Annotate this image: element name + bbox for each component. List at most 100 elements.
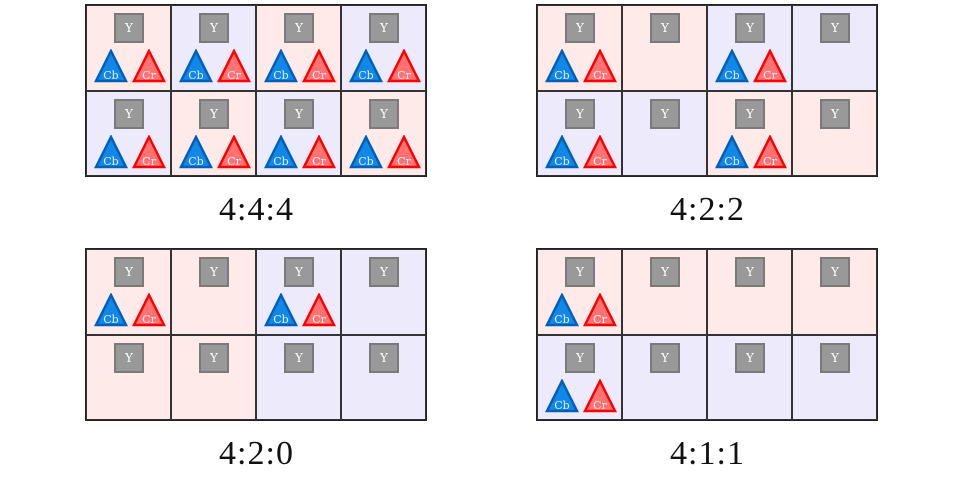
- chroma-label: Cr: [312, 155, 326, 168]
- luma-sample: Y: [820, 342, 850, 373]
- cr-sample-icon: Cr: [217, 49, 251, 83]
- chroma-label: Cr: [227, 69, 241, 82]
- panel-label: 4:1:1: [670, 435, 745, 472]
- cr-sample-icon: Cr: [132, 49, 166, 83]
- cb-sample-icon: Cb: [264, 49, 298, 83]
- chroma-label: Cr: [593, 399, 607, 412]
- luma-sample: Y: [284, 98, 314, 129]
- cr-sample-icon: Cr: [302, 134, 336, 168]
- cb-sample-icon: Cb: [94, 134, 128, 168]
- cr-sample-icon: Cr: [583, 378, 617, 412]
- cb-sample-icon: Cb: [715, 134, 749, 168]
- pixel-cell: Y: [792, 334, 877, 420]
- cr-sample-icon: Cr: [302, 49, 336, 83]
- chroma-label: Cr: [142, 69, 156, 82]
- cr-sample-icon: Cr: [387, 134, 421, 168]
- chroma-label: Cr: [397, 69, 411, 82]
- chroma-label: Cr: [227, 155, 241, 168]
- luma-sample: Y: [284, 13, 314, 43]
- pixel-cell: Y: [792, 5, 877, 91]
- pixel-cell: Y: [341, 249, 426, 335]
- luma-sample: Y: [565, 98, 595, 129]
- cb-sample-icon: Cb: [264, 134, 298, 168]
- cr-sample-icon: Cr: [583, 49, 617, 83]
- luma-sample: Y: [565, 342, 595, 373]
- luma-sample: Y: [820, 13, 850, 43]
- pixel-cell: Y: [341, 334, 426, 420]
- luma-sample: Y: [735, 342, 765, 373]
- chroma-label: Cb: [554, 313, 569, 326]
- cr-sample-icon: Cr: [583, 134, 617, 168]
- luma-sample: Y: [114, 342, 144, 373]
- luma-sample: Y: [114, 257, 144, 287]
- cb-sample-icon: Cb: [545, 293, 579, 327]
- cb-sample-icon: Cb: [715, 49, 749, 83]
- chroma-label: Cr: [142, 155, 156, 168]
- pixel-cell: Y Cb Cr: [537, 249, 622, 335]
- pixel-cell: Y Cb Cr: [256, 90, 341, 176]
- chroma-label: Cb: [103, 155, 118, 168]
- pixel-cell: Y: [707, 249, 792, 335]
- luma-sample: Y: [199, 98, 229, 129]
- cb-sample-icon: Cb: [94, 49, 128, 83]
- luma-sample: Y: [369, 13, 399, 43]
- chroma-label: Cr: [397, 155, 411, 168]
- cr-sample-icon: Cr: [302, 293, 336, 327]
- pixel-cell: Y Cb Cr: [256, 5, 341, 91]
- luma-sample: Y: [820, 98, 850, 129]
- chroma-label: Cr: [312, 313, 326, 326]
- cr-sample-icon: Cr: [132, 293, 166, 327]
- pixel-cell: Y: [792, 90, 877, 176]
- luma-sample: Y: [369, 342, 399, 373]
- luma-sample: Y: [284, 257, 314, 287]
- cb-sample-icon: Cb: [545, 378, 579, 412]
- luma-sample: Y: [284, 342, 314, 373]
- pixel-cell: Y: [622, 249, 707, 335]
- luma-sample: Y: [735, 98, 765, 129]
- chroma-label: Cb: [273, 69, 288, 82]
- luma-sample: Y: [369, 257, 399, 287]
- chroma-label: Cb: [103, 313, 118, 326]
- luma-sample: Y: [114, 13, 144, 43]
- pixel-cell: Y Cb Cr: [707, 90, 792, 176]
- luma-sample: Y: [565, 257, 595, 287]
- pixel-cell: Y Cb Cr: [171, 90, 256, 176]
- panel-label: 4:4:4: [219, 191, 294, 228]
- luma-sample: Y: [199, 13, 229, 43]
- chroma-label: Cr: [593, 69, 607, 82]
- pixel-cell: Y: [86, 334, 171, 420]
- cb-sample-icon: Cb: [545, 49, 579, 83]
- cb-sample-icon: Cb: [94, 293, 128, 327]
- chroma-label: Cr: [142, 313, 156, 326]
- chroma-label: Cb: [724, 155, 739, 168]
- luma-sample: Y: [650, 257, 680, 287]
- cb-sample-icon: Cb: [264, 293, 298, 327]
- chroma-label: Cb: [188, 155, 203, 168]
- pixel-cell: Y: [622, 5, 707, 91]
- chroma-label: Cb: [554, 399, 569, 412]
- pixel-cell: Y Cb Cr: [86, 249, 171, 335]
- luma-sample: Y: [820, 257, 850, 287]
- cr-sample-icon: Cr: [132, 134, 166, 168]
- luma-sample: Y: [735, 257, 765, 287]
- pixel-cell: Y Cb Cr: [537, 334, 622, 420]
- pixel-cell: Y Cb Cr: [537, 90, 622, 176]
- panel-label: 4:2:2: [670, 191, 745, 228]
- cb-sample-icon: Cb: [179, 49, 213, 83]
- chroma-label: Cb: [358, 155, 373, 168]
- luma-sample: Y: [199, 342, 229, 373]
- cr-sample-icon: Cr: [217, 134, 251, 168]
- cr-sample-icon: Cr: [753, 134, 787, 168]
- chroma-label: Cb: [273, 155, 288, 168]
- pixel-cell: Y: [792, 249, 877, 335]
- cr-sample-icon: Cr: [583, 293, 617, 327]
- pixel-cell: Y: [171, 249, 256, 335]
- chroma-label: Cb: [554, 155, 569, 168]
